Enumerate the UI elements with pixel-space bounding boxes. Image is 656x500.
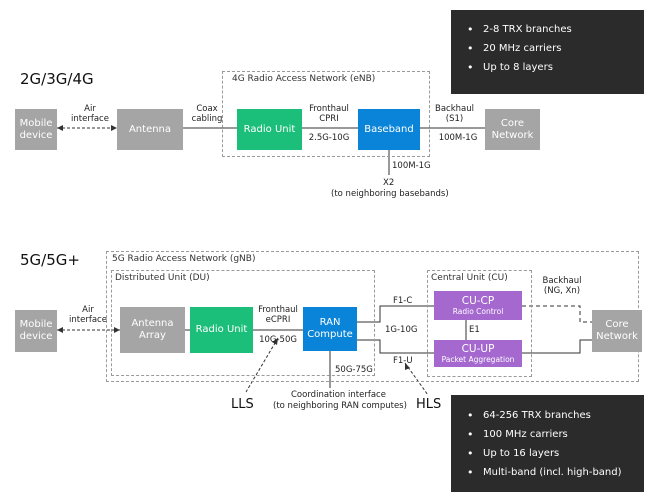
x2-label: X2: [383, 178, 395, 188]
cu-cp-title: CU-CP: [461, 294, 495, 307]
x2-note: (to neighboring basebands): [331, 189, 449, 199]
fronthaul-ecpri-label: Fronthaul eCPRI: [258, 305, 298, 325]
backhaul-rate-4g: 100M-1G: [438, 133, 478, 143]
heading-5g: 5G/5G+: [20, 251, 80, 269]
info-item: 100 MHz carriers: [465, 425, 644, 444]
cu-cp-subtitle: Radio Control: [452, 306, 504, 316]
info-item: 2-8 TRX branches: [465, 20, 644, 39]
info-box-5g: 64-256 TRX branches 100 MHz carriers Up …: [451, 395, 644, 492]
x2-rate: 100M-1G: [392, 161, 431, 171]
antenna-4g[interactable]: Antenna: [117, 109, 183, 150]
lls-label: LLS: [231, 397, 254, 412]
backhaul-up-link: [522, 339, 592, 354]
du-region: [111, 270, 375, 376]
coord-label: Coordination interface: [291, 390, 386, 400]
info-item: 64-256 TRX branches: [465, 406, 644, 425]
backhaul-ng-xn-label: Backhaul (NG, Xn): [542, 276, 582, 296]
core-network-4g[interactable]: Core Network: [485, 109, 540, 150]
backhaul-s1-label: Backhaul (S1): [435, 104, 474, 124]
cu-cp-box[interactable]: CU-CP Radio Control: [434, 291, 522, 320]
cu-region: [427, 270, 532, 377]
fronthaul-rate-4g: 2.5G-10G: [308, 133, 350, 143]
coord-rate: 50G-75G: [335, 365, 373, 375]
radio-unit-4g[interactable]: Radio Unit: [237, 109, 302, 150]
core-network-5g[interactable]: Core Network: [592, 310, 642, 352]
ran-label-4g: 4G Radio Access Network (eNB): [232, 74, 376, 84]
cu-up-subtitle: Packet Aggregation: [441, 354, 515, 364]
air-interface-label-4g: Air interface: [71, 104, 109, 124]
air-interface-label-5g: Air interface: [69, 305, 107, 325]
heading-4g: 2G/3G/4G: [20, 70, 94, 88]
e1-label: E1: [469, 325, 480, 335]
fronthaul-rate-5g: 10G-50G: [259, 335, 297, 345]
f1-rate: 1G-10G: [385, 325, 418, 335]
fronthaul-cpri-label: Fronthaul CPRI: [309, 104, 349, 124]
info-item: Up to 16 layers: [465, 444, 644, 463]
cu-label: Central Unit (CU): [431, 273, 508, 283]
mobile-device-5g[interactable]: Mobile device: [15, 310, 57, 352]
cu-up-title: CU-UP: [461, 342, 495, 355]
f1c-link: [357, 305, 434, 323]
radio-unit-5g[interactable]: Radio Unit: [190, 307, 253, 353]
cu-up-box[interactable]: CU-UP Packet Aggregation: [434, 340, 522, 367]
info-item: Multi-band (incl. high-band): [465, 463, 644, 482]
coax-label: Coax cabling: [191, 104, 223, 124]
hls-label: HLS: [416, 397, 442, 412]
baseband-4g[interactable]: Baseband: [358, 109, 420, 150]
lls-pointer: [245, 337, 279, 393]
f1u-label: F1-U: [393, 356, 413, 366]
antenna-array-5g[interactable]: Antenna Array: [120, 307, 185, 353]
du-label: Distributed Unit (DU): [115, 273, 210, 283]
info-item: 20 MHz carriers: [465, 39, 644, 58]
info-item: Up to 8 layers: [465, 58, 644, 77]
mobile-device-4g[interactable]: Mobile device: [15, 109, 57, 150]
ran-label-5g: 5G Radio Access Network (gNB): [112, 254, 256, 264]
f1u-link: [357, 339, 434, 354]
backhaul-cp-link: [522, 305, 592, 323]
ran-region-4g: [222, 71, 430, 157]
ran-compute[interactable]: RAN Compute: [303, 307, 357, 351]
coord-note: (to neighboring RAN computes): [273, 401, 407, 411]
info-box-4g: 2-8 TRX branches 20 MHz carriers Up to 8…: [451, 10, 644, 94]
f1c-label: F1-C: [393, 296, 413, 306]
